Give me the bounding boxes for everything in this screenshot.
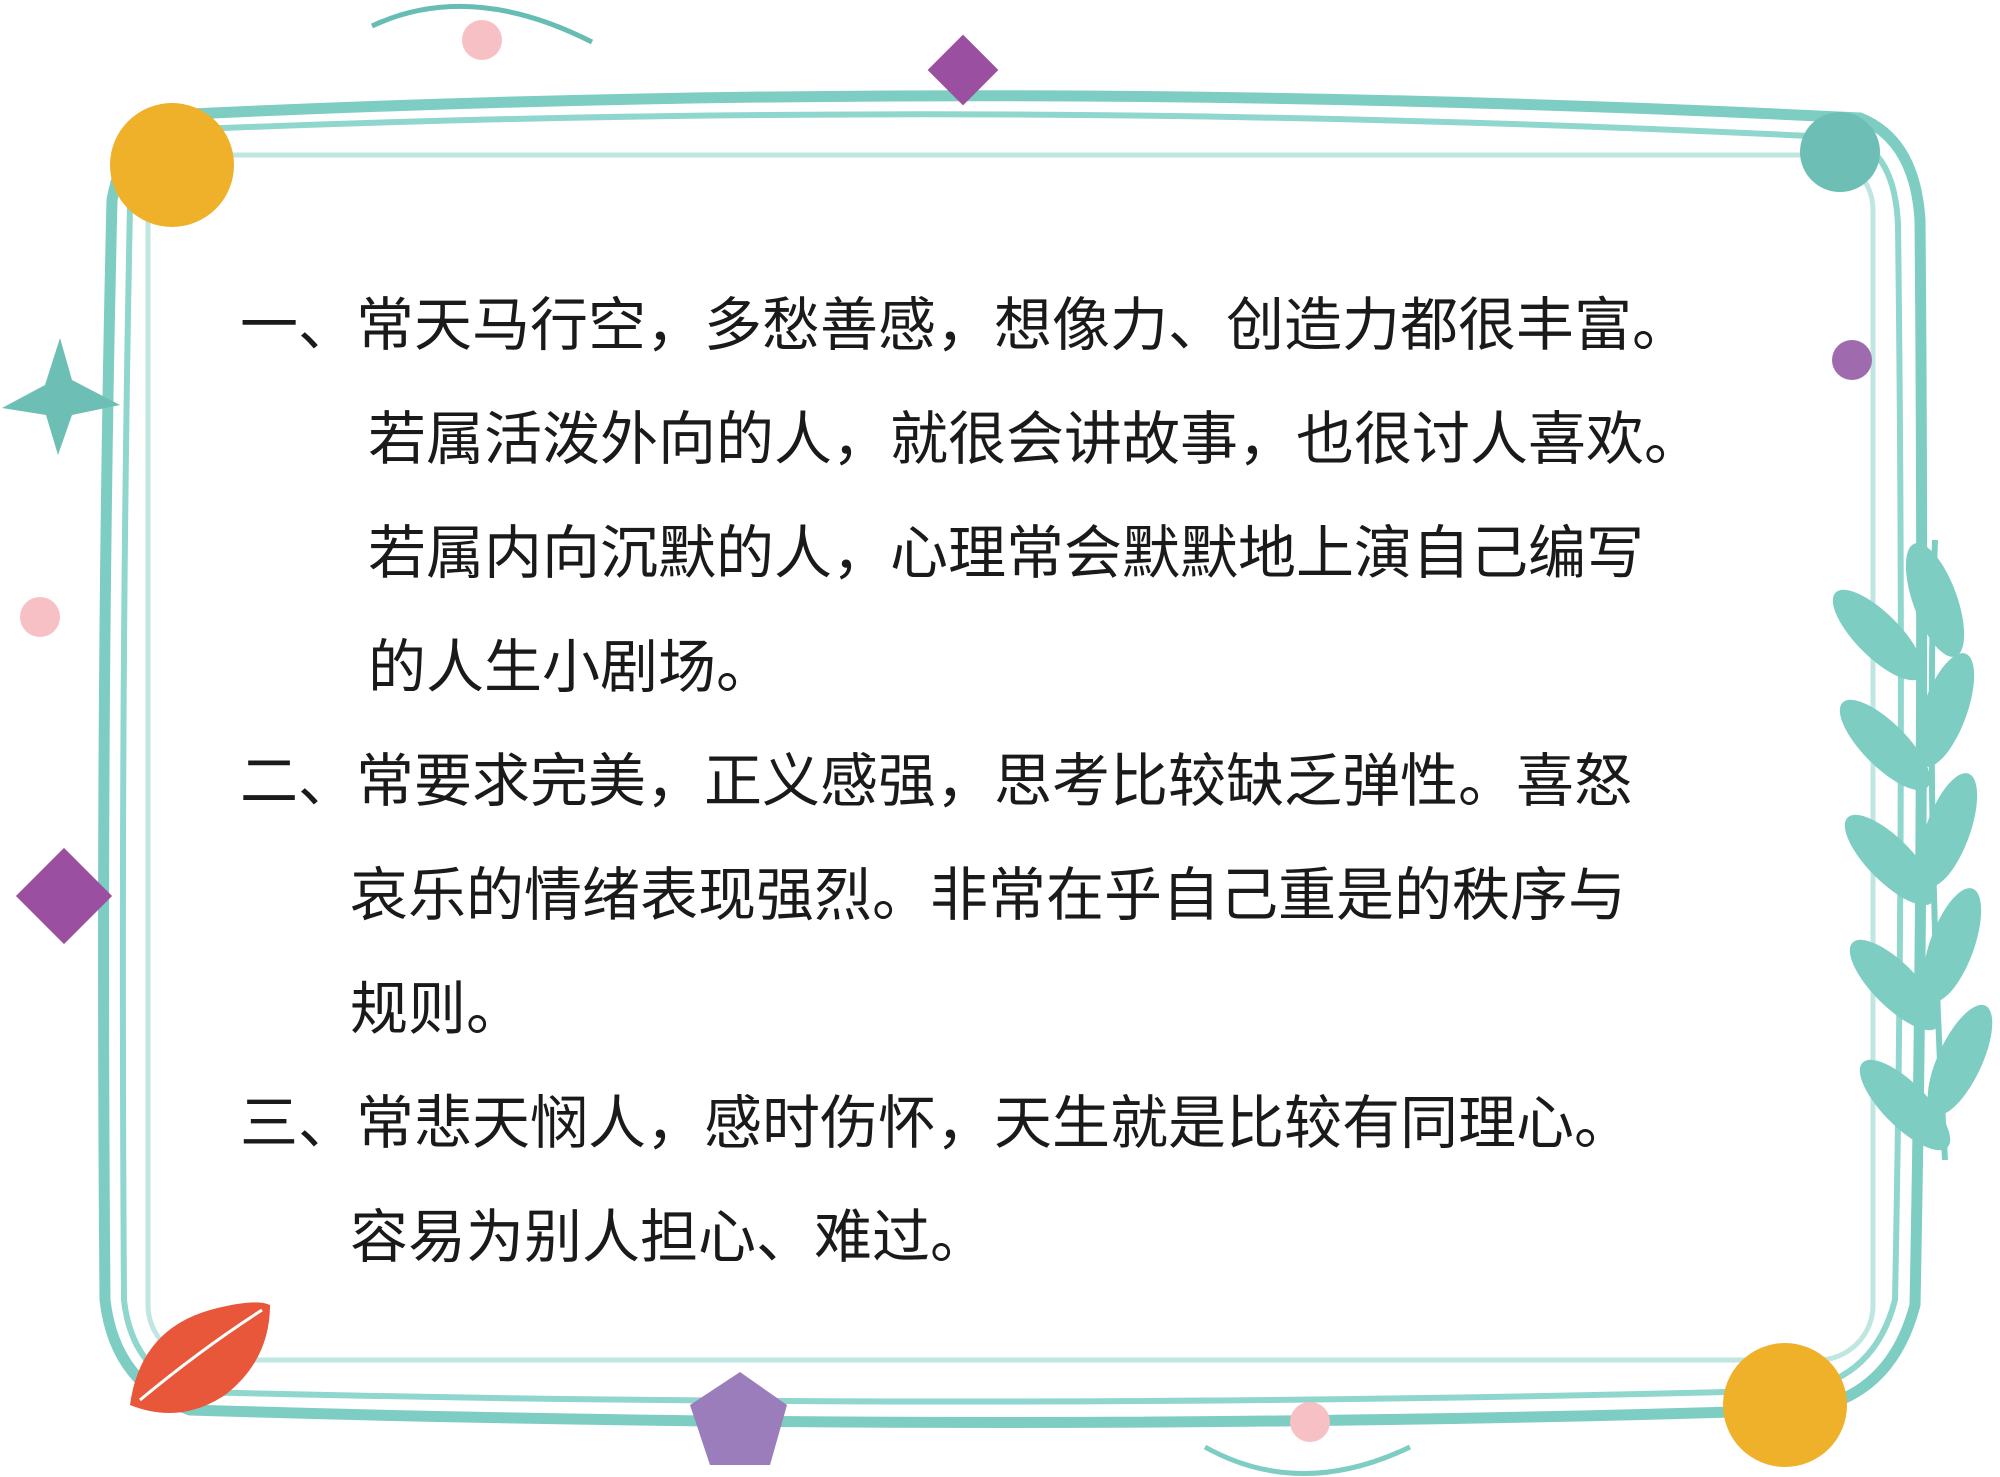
text-line: 容易为别人担心、难过。 — [350, 1203, 989, 1271]
text-line: 二、常要求完美，正义感强，思考比较缺乏弹性。喜怒 — [240, 747, 1633, 815]
lavender-pentagon-icon — [690, 1372, 787, 1465]
teal-leaf-branch-icon — [1832, 539, 1993, 1161]
pink-dot-icon — [20, 597, 60, 637]
yellow-circle-icon — [1723, 1343, 1847, 1467]
yellow-circle-icon — [110, 103, 234, 227]
content-text: 一、常天马行空，多愁善感，想像力、创造力都很丰富。 若属活泼外向的人，就很会讲故… — [240, 268, 1800, 1294]
list-item-3: 三、常悲天悯人，感时伤怀，天生就是比较有同理心。 容易为别人担心、难过。 — [240, 1066, 1800, 1294]
text-line: 哀乐的情绪表现强烈。非常在乎自己重是的秩序与 — [350, 861, 1627, 929]
list-item-2: 二、常要求完美，正义感强，思考比较缺乏弹性。喜怒 哀乐的情绪表现强烈。非常在乎自… — [240, 724, 1800, 1066]
text-line: 若属内向沉默的人，心理常会默默地上演自己编写 — [368, 519, 1645, 587]
text-line: 三、常悲天悯人，感时伤怀，天生就是比较有同理心。 — [240, 1089, 1633, 1157]
text-line: 规则。 — [350, 975, 525, 1043]
teal-circle-icon — [1800, 112, 1880, 192]
list-item-1: 一、常天马行空，多愁善感，想像力、创造力都很丰富。 若属活泼外向的人，就很会讲故… — [240, 268, 1800, 724]
teal-star-icon — [2, 338, 120, 455]
coral-leaf-icon — [130, 1302, 270, 1413]
pink-dot-icon — [462, 20, 502, 60]
text-line: 的人生小剧场。 — [368, 633, 775, 701]
text-line: 一、常天马行空，多愁善感，想像力、创造力都很丰富。 — [240, 291, 1691, 359]
purple-diamond-icon — [15, 847, 113, 945]
top-arc-decoration — [370, 3, 594, 45]
purple-dot-icon — [1832, 340, 1872, 380]
text-line: 若属活泼外向的人，就很会讲故事，也很讨人喜欢。 — [368, 405, 1703, 473]
pink-dot-icon — [1290, 1402, 1330, 1442]
bottom-arc-decoration — [1203, 1444, 1412, 1476]
